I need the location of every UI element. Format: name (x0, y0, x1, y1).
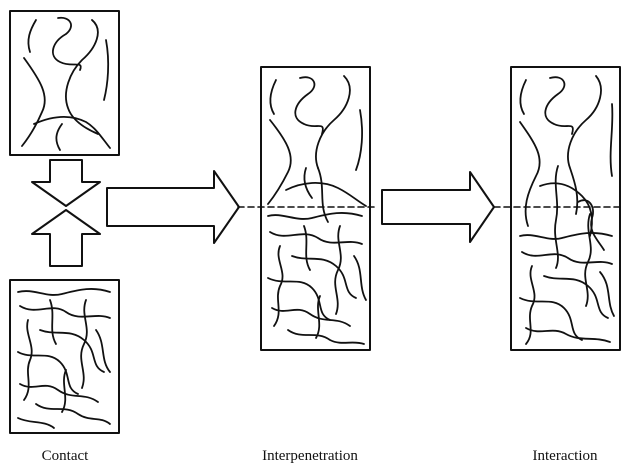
up-arrow-icon (31, 209, 101, 267)
contact-arrows (31, 159, 101, 267)
contact-top-box (9, 10, 120, 156)
polymer-chains-lower (267, 212, 367, 345)
down-arrow-icon (31, 159, 101, 207)
stage-label-interaction: Interaction (532, 448, 598, 464)
crossing-chain (317, 167, 329, 223)
polymer-chains-upper (267, 75, 367, 207)
polymer-chains-dense (17, 288, 111, 429)
right-arrow-icon (106, 170, 240, 244)
stage-label-interpenetration: Interpenetration (262, 448, 358, 464)
right-arrow-icon (381, 171, 495, 243)
polymer-chains-entangled (519, 75, 615, 345)
stage-label-contact: Contact (41, 448, 89, 464)
contact-bottom-box (9, 279, 120, 434)
polymer-chains-sparse (21, 16, 111, 151)
interaction-box (510, 66, 621, 351)
interpenetration-box (260, 66, 371, 351)
